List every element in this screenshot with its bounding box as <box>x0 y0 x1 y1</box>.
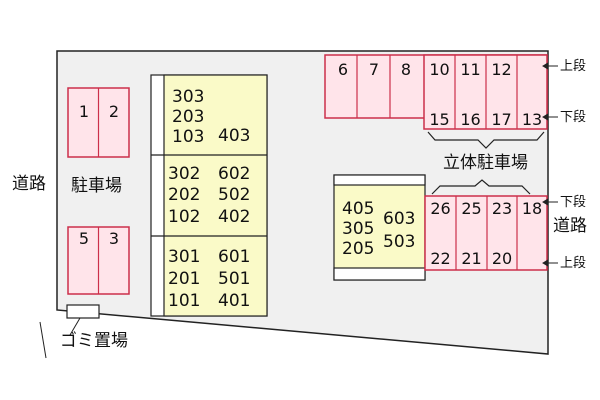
arrows <box>542 62 558 267</box>
parking-space: 18 <box>521 199 543 218</box>
brace-top <box>427 131 545 149</box>
multilevel-bottom <box>424 195 548 271</box>
room-number: 402 <box>218 207 251 227</box>
room-number: 101 <box>168 291 201 311</box>
room-number: 401 <box>218 291 251 311</box>
road-edge-line <box>39 321 47 359</box>
room-number: 601 <box>218 247 251 267</box>
building-a <box>150 74 268 317</box>
road-right-label: 道路 <box>553 216 587 236</box>
road-left-label: 道路 <box>12 174 46 194</box>
brace-bottom <box>431 179 531 195</box>
upper-tier-label-bottom: 上段 <box>560 256 587 271</box>
upper-tier-label-top: 上段 <box>560 59 587 74</box>
room-number: 205 <box>342 239 375 259</box>
room-number: 403 <box>218 126 251 146</box>
room-number: 102 <box>168 207 201 227</box>
room-number: 303 <box>172 87 205 107</box>
parking-space: 23 <box>491 199 513 218</box>
parking-space: 25 <box>461 199 482 218</box>
room-number: 501 <box>218 269 251 289</box>
parking-left-top <box>67 87 130 158</box>
room-number: 202 <box>168 185 201 205</box>
parking-space: 8 <box>400 60 412 79</box>
parking-space: 5 <box>78 229 90 248</box>
room-number: 302 <box>168 164 201 184</box>
garbage-box <box>66 304 100 319</box>
room-number: 305 <box>342 219 375 239</box>
building-b <box>333 174 426 281</box>
parking-space: 26 <box>430 199 451 218</box>
parking-space: 1 <box>78 102 90 121</box>
parking-left-bottom <box>67 226 130 295</box>
multilevel-top <box>324 54 548 130</box>
parking-space: 17 <box>491 110 512 129</box>
garbage-label: ゴミ置場 <box>60 331 128 351</box>
room-number: 502 <box>218 185 251 205</box>
room-number: 503 <box>383 232 416 252</box>
parking-space: 20 <box>491 249 513 268</box>
parking-space: 15 <box>429 110 450 129</box>
parking-space: 3 <box>108 229 120 248</box>
parking-lot-label: 駐車場 <box>71 176 122 196</box>
parking-space: 10 <box>429 60 450 79</box>
parking-space: 13 <box>521 110 543 129</box>
parking-space: 12 <box>491 60 512 79</box>
parking-space: 7 <box>368 60 380 79</box>
lower-tier-label-bottom: 下段 <box>560 195 587 210</box>
parking-space: 11 <box>460 60 481 79</box>
parking-space: 21 <box>461 249 482 268</box>
room-number: 203 <box>172 107 205 127</box>
parking-space: 2 <box>108 102 120 121</box>
parking-space: 22 <box>430 249 451 268</box>
room-number: 301 <box>168 247 201 267</box>
multilevel-parking-label: 立体駐車場 <box>443 153 528 173</box>
lower-tier-label-top: 下段 <box>560 110 587 125</box>
room-number: 603 <box>383 209 416 229</box>
room-number: 405 <box>342 199 375 219</box>
garbage-leader <box>69 317 81 336</box>
room-number: 602 <box>218 164 251 184</box>
parking-space: 6 <box>337 60 349 79</box>
room-number: 103 <box>172 127 205 147</box>
parking-space: 16 <box>460 110 481 129</box>
room-number: 201 <box>168 269 201 289</box>
